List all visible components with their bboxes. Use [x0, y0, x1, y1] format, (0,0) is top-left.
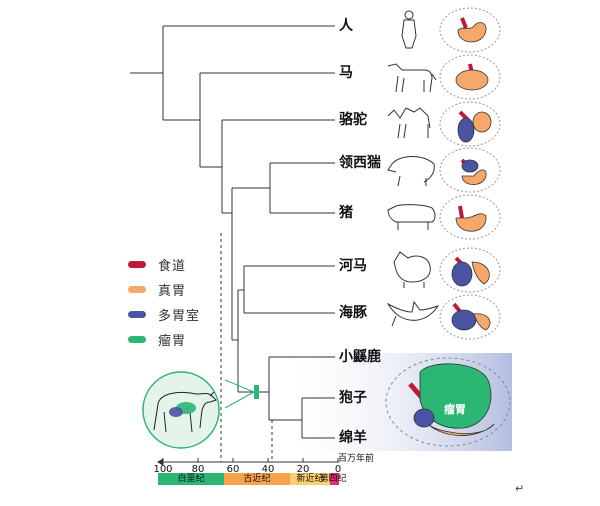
taxon-hippo: 河马	[339, 258, 367, 274]
period-neogene: 新近纪	[296, 474, 324, 484]
legend-label: 真胃	[158, 283, 187, 299]
period-quaternary: 第四纪	[319, 474, 347, 484]
legend-item-esophagus: 食道	[128, 256, 187, 274]
period-paleogene: 古近纪	[243, 474, 271, 484]
legend-item-rumen: 瘤胃	[128, 331, 187, 349]
taxon-roe-deer: 狍子	[339, 390, 367, 406]
pig-drawing	[387, 204, 436, 230]
tick-label: 20	[296, 464, 310, 475]
peccary-drawing	[387, 156, 435, 187]
taxon-human: 人	[339, 18, 353, 34]
dashed-time-markers	[220, 233, 273, 462]
tick-label: 100	[153, 464, 173, 475]
human-drawing	[401, 10, 417, 49]
tick-label: 40	[261, 464, 275, 475]
paragraph-mark: ↵	[515, 482, 525, 495]
taxon-camel: 骆驼	[339, 112, 367, 128]
tick-label: 0	[334, 464, 342, 475]
dolphin-drawing	[386, 300, 440, 327]
animal-drawings	[386, 10, 440, 327]
legend-label: 多胃室	[158, 308, 201, 324]
stomach-dolphin	[439, 294, 501, 340]
legend-swatch	[128, 285, 146, 293]
legend-swatch	[128, 310, 146, 318]
rumen-label: 瘤胃	[444, 403, 466, 416]
taxon-peccary: 领西猯	[339, 155, 381, 171]
taxon-horse: 马	[339, 65, 353, 81]
stomach-camel	[439, 101, 501, 147]
legend-swatch	[128, 335, 146, 343]
hippo-drawing	[393, 251, 431, 288]
stomach-human	[439, 7, 501, 53]
tree-branches	[130, 25, 335, 439]
period-bar	[158, 473, 339, 485]
period-cretaceous: 白垩纪	[177, 474, 205, 484]
timeline-axis	[157, 458, 339, 466]
legend-label: 食道	[158, 258, 187, 274]
stomach-peccary	[439, 147, 501, 193]
legend-swatch	[128, 260, 146, 268]
stomach-horse	[439, 54, 501, 100]
timeline-unit-label: 百万年前	[338, 454, 375, 464]
callout-lines	[224, 379, 255, 409]
tick-label: 60	[226, 464, 240, 475]
taxon-sheep: 绵羊	[339, 430, 367, 446]
rumen-origin-marker	[254, 385, 259, 399]
chevrotain-drawing	[153, 391, 217, 433]
taxon-chevrotain: 小鼷鹿	[339, 349, 381, 365]
stomach-pig	[439, 194, 501, 240]
tick-label: 80	[191, 464, 205, 475]
stomach-ruminant	[385, 357, 511, 447]
stomach-hippo	[439, 247, 501, 293]
legend-item-stomach: 真胃	[128, 281, 187, 299]
camel-drawing	[387, 107, 431, 139]
taxon-pig: 猪	[339, 205, 353, 221]
legend-label: 瘤胃	[158, 333, 187, 349]
taxon-dolphin: 海豚	[339, 305, 367, 321]
legend-item-multichamber: 多胃室	[128, 306, 201, 324]
horse-drawing	[387, 63, 437, 93]
